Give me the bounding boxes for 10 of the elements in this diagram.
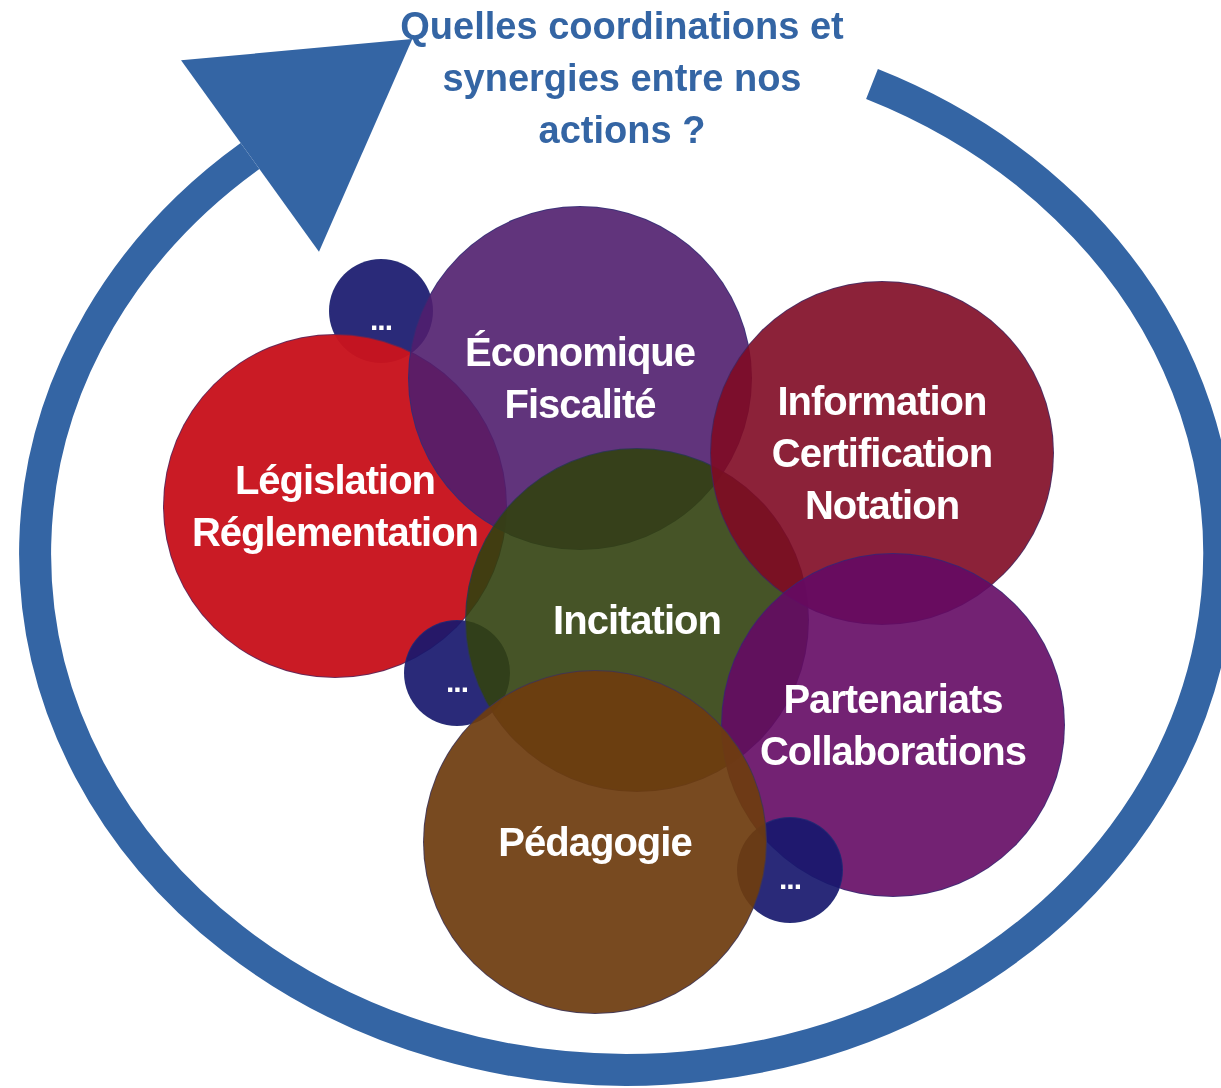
bubble-label: Incitation bbox=[553, 597, 721, 644]
bubble-label: Pédagogie bbox=[498, 819, 692, 866]
bubble-label: Partenariats Collaborations bbox=[760, 676, 1026, 775]
title: Quelles coordinations et synergies entre nos actions ? bbox=[399, 4, 845, 153]
bubble-label: ... bbox=[446, 663, 468, 700]
bubble-label: Législation Réglementation bbox=[191, 457, 478, 556]
bubble-label: Économique Fiscalité bbox=[465, 329, 695, 428]
bubble-label: ... bbox=[779, 860, 801, 897]
bubble-label: ... bbox=[370, 301, 392, 338]
bubble-label: Information Certification Notation bbox=[771, 378, 993, 529]
